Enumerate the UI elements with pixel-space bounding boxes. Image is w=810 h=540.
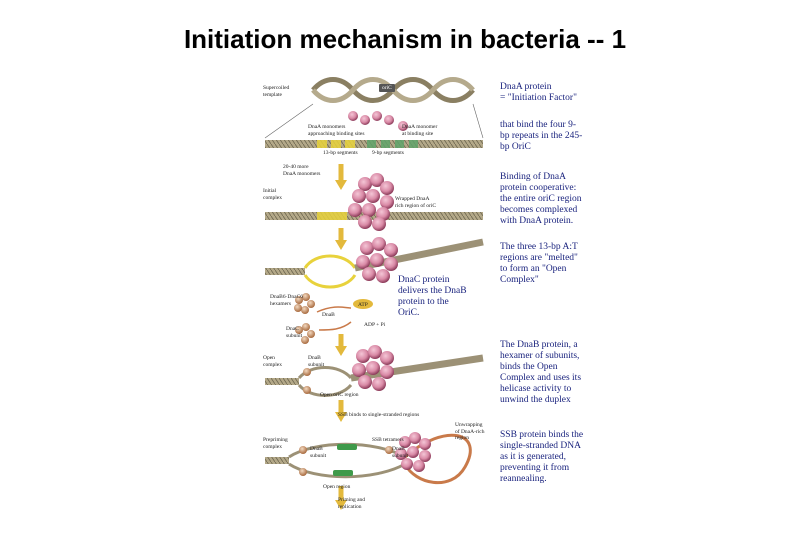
label-oric: oriC xyxy=(382,85,392,91)
label-dnaa-approach: DnaA monomers approaching binding sites xyxy=(308,124,365,137)
page-title: Initiation mechanism in bacteria -- 1 xyxy=(183,24,627,54)
label-ssb-tetramers: SSB tetramers xyxy=(372,437,404,443)
label-wrapped: Wrapped DnaA rich region of oriC xyxy=(395,196,437,209)
label-adp: ADP + Pi xyxy=(364,322,386,328)
label-open-region: Open region xyxy=(323,484,351,490)
label-atp: ATP xyxy=(358,302,368,308)
label-dnab-subunit: DnaB subunit xyxy=(308,355,325,368)
note-dnaa-initiation-factor: DnaA protein = "Initiation Factor" xyxy=(500,82,577,103)
note-bind-9bp-repeats: that bind the four 9- bp repeats in the … xyxy=(500,120,583,152)
prepriming-complex xyxy=(265,432,472,485)
label-unwrapping: Unwrapping of DnaA-rich region xyxy=(455,422,485,441)
note-dnab-helicase: The DnaB protein, a hexamer of subunits,… xyxy=(500,340,582,405)
label-dnab-subunit-3: DnaB subunit xyxy=(392,446,409,459)
label-dnab: DnaB xyxy=(322,312,335,318)
label-9bp: 9-bp segments xyxy=(372,150,404,156)
note-melted-regions: The three 13-bp A:T regions are "melted"… xyxy=(500,242,578,285)
label-13bp: 13-bp segments xyxy=(323,150,358,156)
dnab-dnac-hexamers xyxy=(294,293,373,344)
note-cooperative-binding: Binding of DnaA protein cooperative: the… xyxy=(500,172,582,226)
melted-complex xyxy=(265,237,484,289)
note-ssb-protein: SSB protein binds the single-stranded DN… xyxy=(500,430,584,484)
open-complex xyxy=(265,345,484,397)
label-ssb-binds: SSB binds to single-stranded regions xyxy=(338,412,420,418)
label-open-oric: Open oriC region xyxy=(320,392,359,398)
supercoiled-template xyxy=(311,77,475,103)
label-open-complex: Open complex xyxy=(263,355,282,368)
dna-row-1 xyxy=(265,140,483,148)
dnaa-monomers xyxy=(348,111,408,131)
label-monomers: 20-40 more DnaA monomers xyxy=(283,164,321,177)
label-prepriming: Prepriming complex xyxy=(263,437,288,450)
note-dnac-delivers-dnab: DnaC protein delivers the DnaB protein t… xyxy=(398,275,467,318)
replication-initiation-diagram xyxy=(264,77,484,510)
label-dnab6c6: DnaB6·DnaC6 hexamers xyxy=(270,294,303,307)
label-priming: Priming and replication xyxy=(338,497,366,510)
label-dnab-subunit-2: DnaB subunit xyxy=(310,446,327,459)
initial-complex xyxy=(265,173,483,231)
label-dnaa-binding: DnaA monomer at binding site xyxy=(402,124,438,137)
label-supercoiled: Supercoiled template xyxy=(263,85,290,98)
label-dnac-subunit: DnaC subunit xyxy=(286,326,303,339)
label-initial-complex: Initial complex xyxy=(263,188,282,201)
